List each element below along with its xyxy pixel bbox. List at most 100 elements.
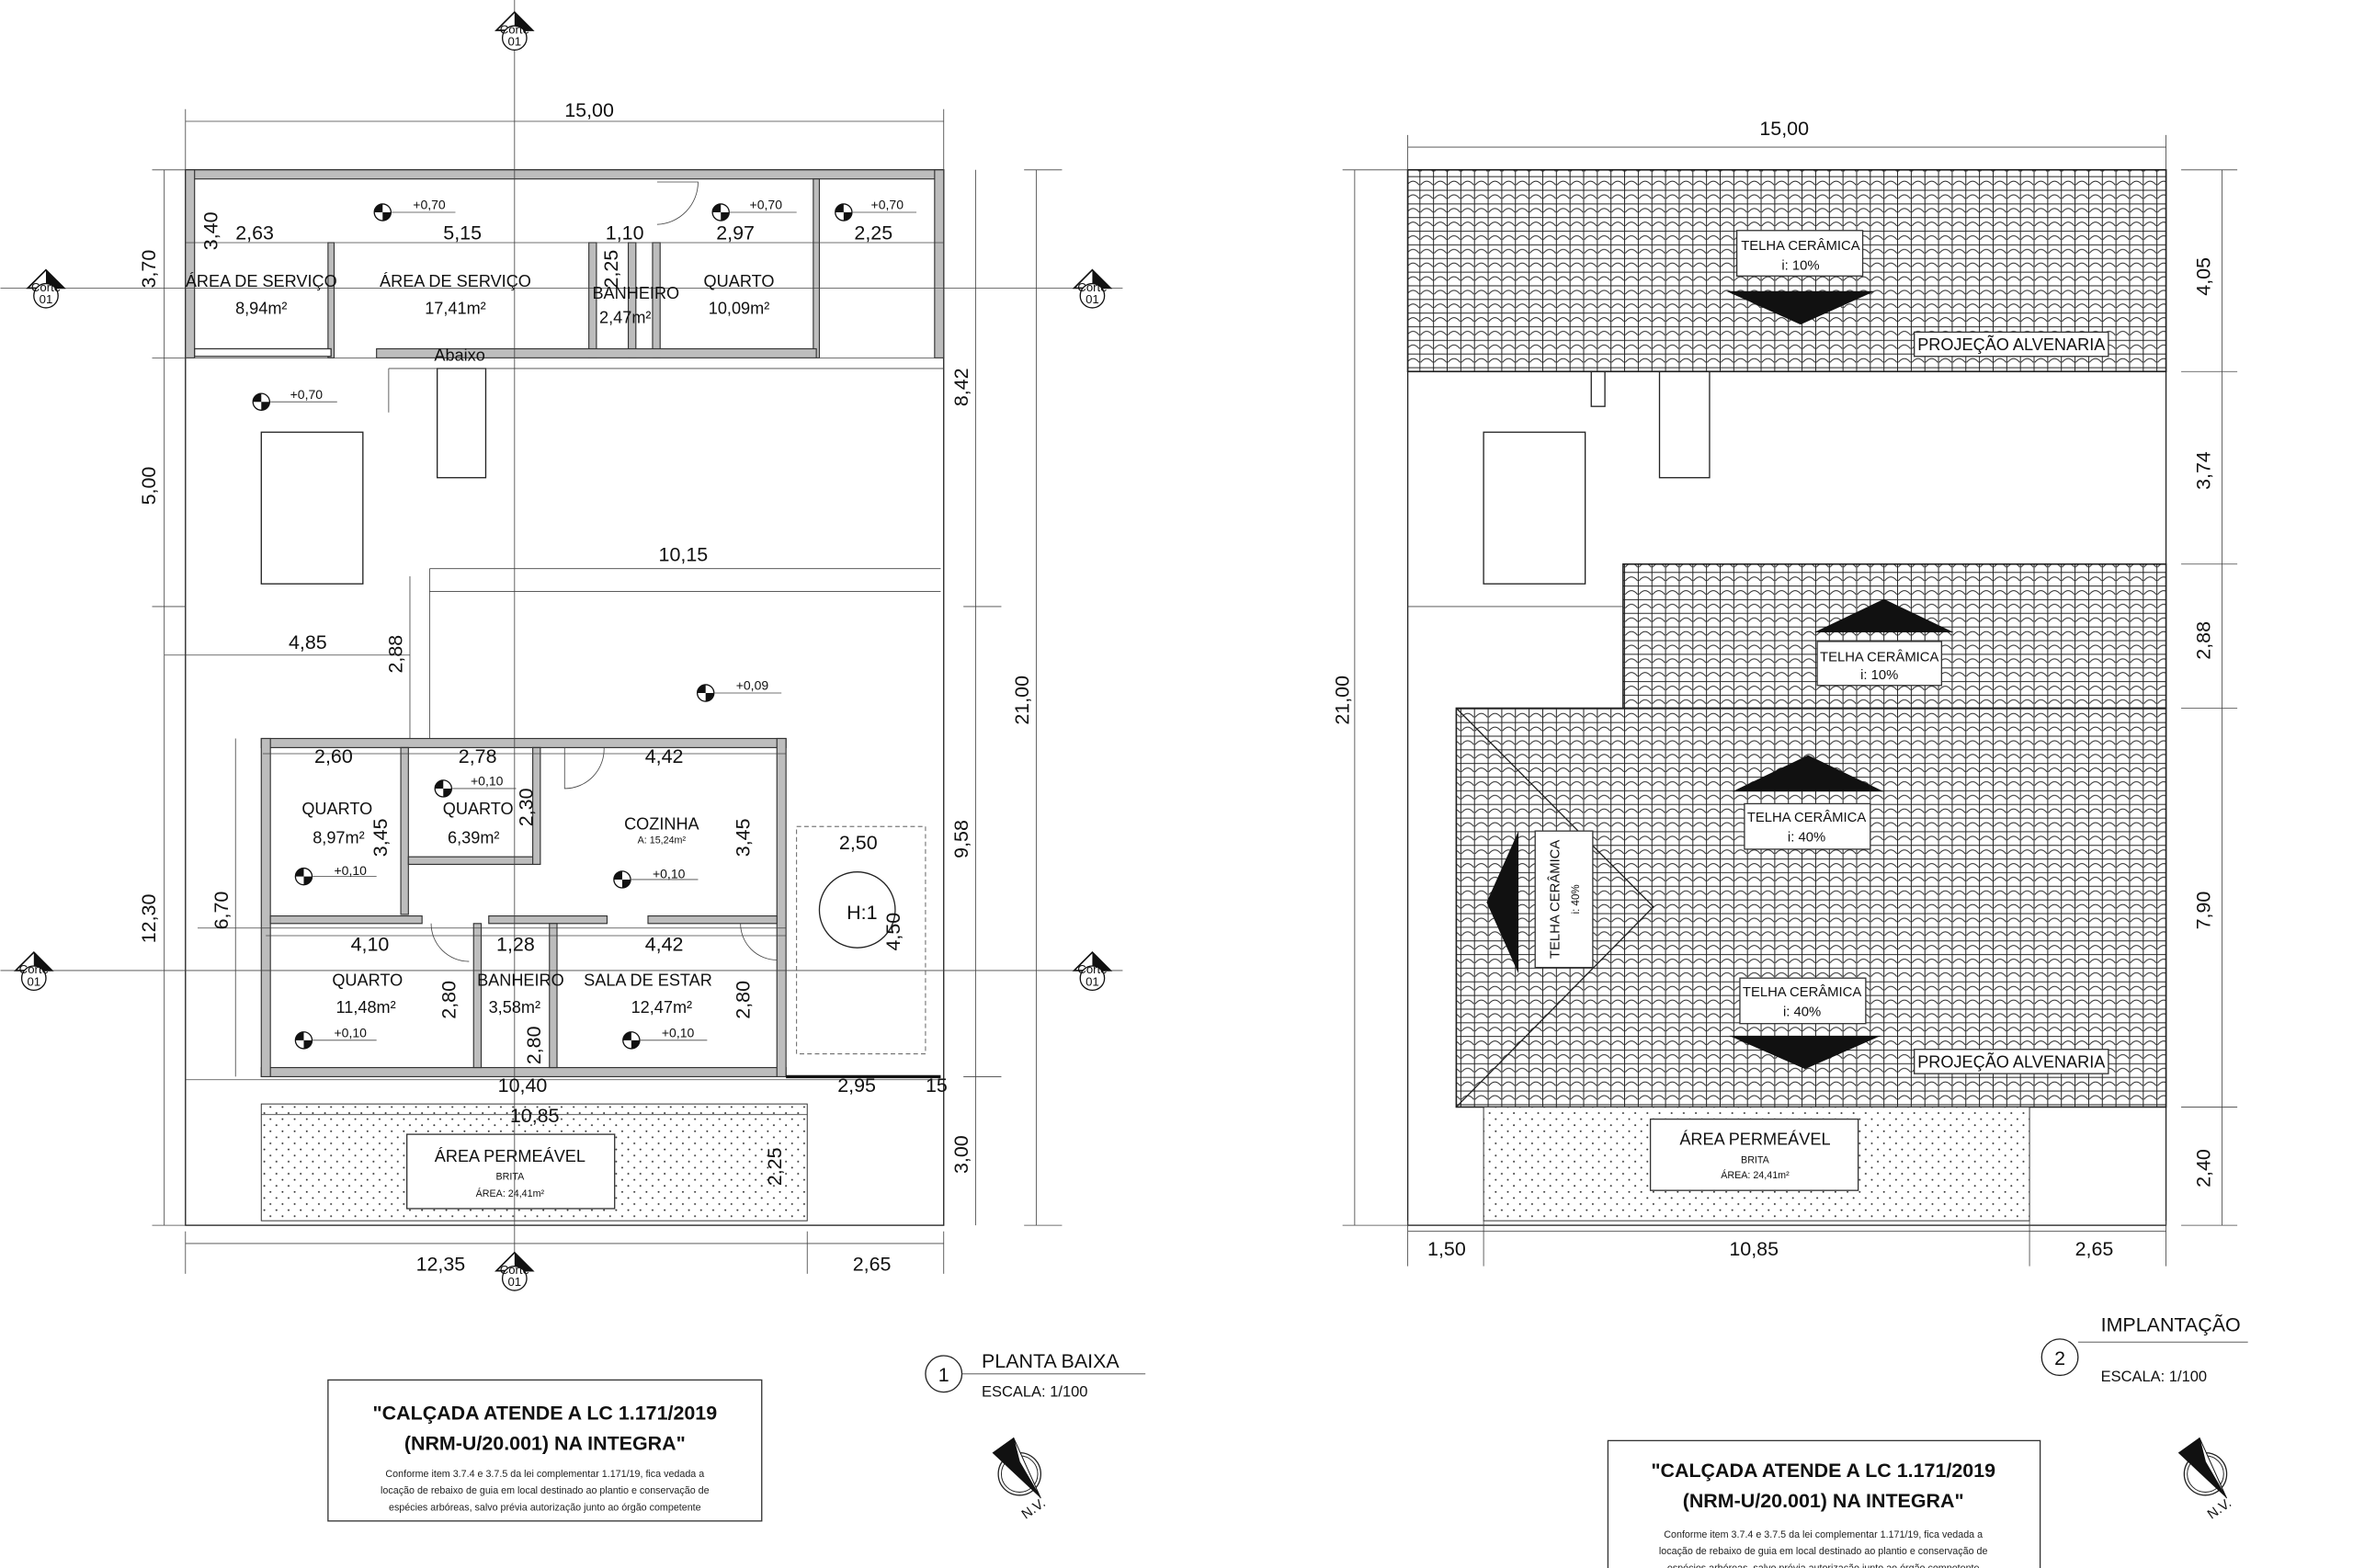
dim: 2,78 bbox=[459, 745, 497, 767]
note-box: "CALÇADA ATENDE A LC 1.171/2019 (NRM-U/2… bbox=[1607, 1439, 2041, 1568]
floor-plan: H:1 ÁREA PERMEÁVEL BRITA ÁREA: 24,41m² 1… bbox=[0, 0, 1146, 1522]
dim: 4,42 bbox=[645, 933, 684, 955]
drawing-scale: ESCALA: 1/100 bbox=[982, 1384, 1087, 1401]
svg-text:01: 01 bbox=[27, 974, 40, 988]
roof-label: TELHA CERÂMICA i: 10% bbox=[1813, 598, 1954, 687]
dim: 3,45 bbox=[369, 818, 392, 857]
level-marker-icon bbox=[434, 779, 453, 798]
dim: 2,50 bbox=[839, 832, 878, 854]
room-name: QUARTO bbox=[443, 800, 514, 818]
dimension-lines bbox=[152, 108, 1063, 1274]
level: +0,10 bbox=[662, 1026, 695, 1040]
dim: 2,88 bbox=[385, 635, 407, 674]
room-area: 17,41m² bbox=[425, 300, 486, 318]
level-marker-icon bbox=[294, 1030, 313, 1050]
drawing-title: IMPLANTAÇÃO bbox=[2101, 1313, 2241, 1336]
svg-text:Conforme item 3.7.4 e 3.7.5 da: Conforme item 3.7.4 e 3.7.5 da lei compl… bbox=[1664, 1529, 1983, 1540]
dim: 10,85 bbox=[1729, 1238, 1779, 1260]
level: +0,70 bbox=[413, 198, 446, 212]
dim: 4,42 bbox=[645, 745, 684, 767]
svg-text:01: 01 bbox=[507, 34, 521, 48]
dim-bottom-a: 12,35 bbox=[416, 1254, 466, 1276]
svg-text:locação de rebaixo de guia em: locação de rebaixo de guia em local dest… bbox=[1659, 1546, 1988, 1557]
svg-text:Corte: Corte bbox=[1077, 280, 1107, 294]
dim: 6,70 bbox=[210, 892, 233, 930]
room-area: 8,94m² bbox=[235, 300, 287, 318]
level-marker-icon bbox=[294, 867, 313, 886]
dim: 2,25 bbox=[600, 250, 622, 289]
back-building bbox=[185, 169, 945, 358]
svg-text:TELHA CERÂMICA: TELHA CERÂMICA bbox=[1548, 840, 1563, 959]
dim-right-a: 8,42 bbox=[950, 368, 972, 406]
permeable-material: BRITA bbox=[495, 1172, 525, 1183]
dim: 4,10 bbox=[351, 933, 390, 955]
room-name: COZINHA bbox=[624, 814, 699, 833]
svg-text:01: 01 bbox=[1086, 974, 1099, 988]
svg-text:(NRM-U/20.001) NA INTEGRA": (NRM-U/20.001) NA INTEGRA" bbox=[404, 1432, 686, 1454]
room-area: 6,39m² bbox=[448, 828, 499, 846]
slope-arrow-icon bbox=[1732, 755, 1884, 792]
room-name: BANHEIRO bbox=[592, 284, 679, 302]
roof-label: TELHA CERÂMICA i: 40% bbox=[1486, 830, 1594, 974]
drawing-number-circle bbox=[2040, 1338, 2079, 1377]
svg-text:i: 10%: i: 10% bbox=[1860, 668, 1898, 683]
dim: 3,74 bbox=[2192, 451, 2214, 490]
room-name: QUARTO bbox=[704, 272, 775, 290]
svg-text:01: 01 bbox=[507, 1275, 521, 1289]
svg-text:Corte: Corte bbox=[500, 1263, 529, 1277]
svg-text:TELHA CERÂMICA: TELHA CERÂMICA bbox=[1743, 984, 1861, 1000]
dim-bottom-b: 2,65 bbox=[853, 1254, 892, 1276]
dim: 3,40 bbox=[199, 211, 222, 250]
north-arrow-icon bbox=[991, 1437, 1042, 1499]
garage-label: H:1 bbox=[847, 902, 877, 924]
slope-arrow-icon bbox=[1486, 831, 1519, 974]
level: +0,10 bbox=[471, 774, 504, 789]
covered-area-lines bbox=[388, 368, 944, 739]
permeable-title: ÁREA PERMEÁVEL bbox=[1679, 1131, 1830, 1149]
room-name: ÁREA DE SERVIÇO bbox=[380, 272, 531, 290]
svg-text:01: 01 bbox=[1086, 292, 1099, 306]
svg-text:i: 40%: i: 40% bbox=[1783, 1005, 1821, 1019]
section-lines bbox=[0, 0, 1123, 1290]
dim-left-a: 3,70 bbox=[138, 250, 160, 289]
room-area: 8,97m² bbox=[313, 828, 364, 846]
svg-text:"CALÇADA ATENDE A LC 1.171/201: "CALÇADA ATENDE A LC 1.171/2019 bbox=[372, 1402, 717, 1424]
svg-text:Conforme item 3.7.4 e 3.7.5 da: Conforme item 3.7.4 e 3.7.5 da lei compl… bbox=[385, 1469, 704, 1480]
svg-text:i: 40%: i: 40% bbox=[1788, 831, 1825, 846]
svg-text:Corte: Corte bbox=[31, 280, 61, 294]
dim-left-c: 12,30 bbox=[138, 894, 160, 944]
stair bbox=[437, 368, 487, 479]
permeable-material: BRITA bbox=[1741, 1154, 1770, 1165]
site-plan: ÁREA PERMEÁVEL BRITA ÁREA: 24,41m² TELHA… bbox=[1331, 118, 2248, 1568]
roof-label: TELHA CERÂMICA i: 40% bbox=[1732, 755, 1884, 850]
roof-label: TELHA CERÂMICA i: 40% bbox=[1729, 977, 1881, 1070]
room-name: QUARTO bbox=[332, 971, 403, 989]
dim: 1,10 bbox=[606, 222, 644, 244]
permeable-area-value: ÁREA: 24,41m² bbox=[476, 1187, 545, 1199]
dim: 10,85 bbox=[510, 1105, 560, 1127]
svg-text:"CALÇADA ATENDE A LC 1.171/201: "CALÇADA ATENDE A LC 1.171/2019 bbox=[1651, 1460, 1995, 1482]
dim: 2,30 bbox=[516, 788, 538, 826]
svg-text:i: 40%: i: 40% bbox=[1571, 884, 1582, 914]
level: +0,70 bbox=[290, 387, 324, 402]
svg-text:espécies arbóreas, salvo prévi: espécies arbóreas, salvo prévia autoriza… bbox=[1667, 1562, 1980, 1568]
dim: 2,88 bbox=[2192, 621, 2214, 660]
level: +0,10 bbox=[653, 866, 686, 881]
lot-boundary bbox=[185, 169, 945, 1226]
room-name: SALA DE ESTAR bbox=[584, 971, 712, 989]
garage-circle bbox=[818, 871, 896, 949]
room-area: 12,47m² bbox=[631, 998, 693, 1017]
level-marker-icon bbox=[834, 203, 853, 222]
svg-text:01: 01 bbox=[40, 292, 53, 306]
dim: 2,65 bbox=[2075, 1238, 2114, 1260]
dim: 10,40 bbox=[498, 1074, 548, 1096]
level: +0,10 bbox=[334, 863, 367, 878]
level-marker-icon bbox=[711, 203, 731, 222]
dim-right-c: 3,00 bbox=[950, 1135, 972, 1174]
dimension-lines bbox=[1342, 134, 2238, 1267]
dim: 4,85 bbox=[289, 631, 327, 653]
north-label: N.V. bbox=[2205, 1496, 2234, 1523]
dim: 4,05 bbox=[2192, 257, 2214, 296]
svg-text:TELHA CERÂMICA: TELHA CERÂMICA bbox=[1747, 810, 1866, 825]
